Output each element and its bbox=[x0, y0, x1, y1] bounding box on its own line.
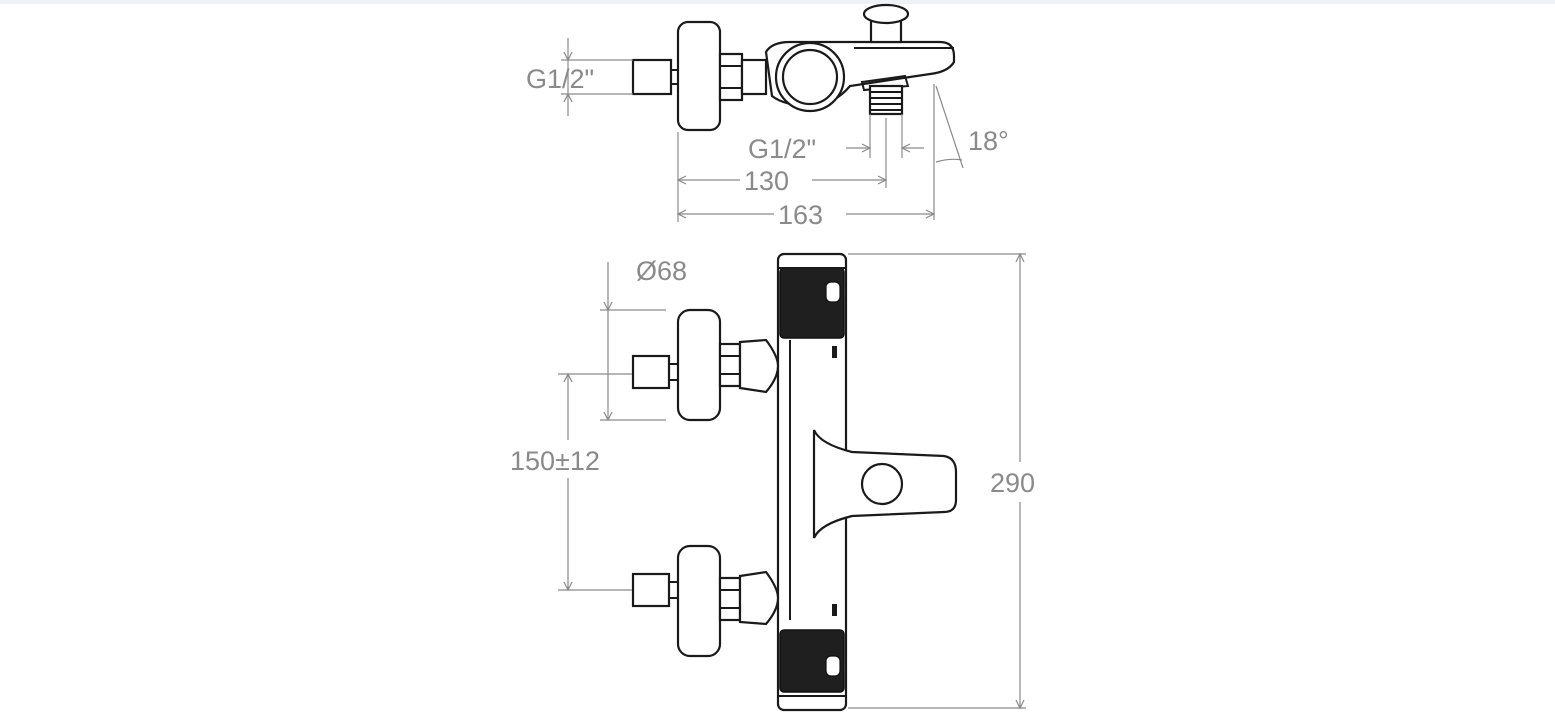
side-escutcheon bbox=[676, 20, 722, 132]
front-lower-connector bbox=[738, 570, 780, 626]
side-view: G1/2" G1/2" 18° 130 bbox=[526, 3, 1009, 230]
front-upper-connector bbox=[738, 338, 780, 394]
side-diverter-knob bbox=[862, 3, 910, 25]
depth-163-label: 163 bbox=[778, 200, 823, 230]
front-diverter bbox=[860, 462, 904, 506]
side-hex-fitting bbox=[718, 52, 744, 102]
diameter-label: Ø68 bbox=[636, 256, 687, 286]
front-bottom-grip bbox=[779, 629, 845, 693]
front-upper-hex bbox=[718, 342, 742, 388]
front-upper-nut bbox=[631, 354, 671, 390]
side-inlet-nut bbox=[631, 58, 673, 96]
front-view: Ø68 150±12 290 bbox=[510, 252, 1035, 712]
side-connector bbox=[740, 58, 768, 96]
centers-label: 150±12 bbox=[510, 446, 600, 476]
front-lower-hex bbox=[718, 576, 742, 622]
length-label: 290 bbox=[990, 468, 1035, 498]
front-top-grip bbox=[779, 267, 845, 339]
outlet-thread-label: G1/2" bbox=[748, 134, 816, 164]
front-lower-escutcheon bbox=[676, 544, 722, 658]
spout-angle-label: 18° bbox=[968, 126, 1009, 156]
side-spout-lip bbox=[860, 74, 910, 92]
top-border bbox=[0, 0, 1555, 4]
inlet-thread-label: G1/2" bbox=[526, 64, 594, 94]
depth-130-label: 130 bbox=[744, 166, 789, 196]
front-upper-escutcheon bbox=[676, 308, 722, 422]
front-lower-nut bbox=[631, 572, 671, 608]
side-control-face bbox=[781, 48, 839, 106]
